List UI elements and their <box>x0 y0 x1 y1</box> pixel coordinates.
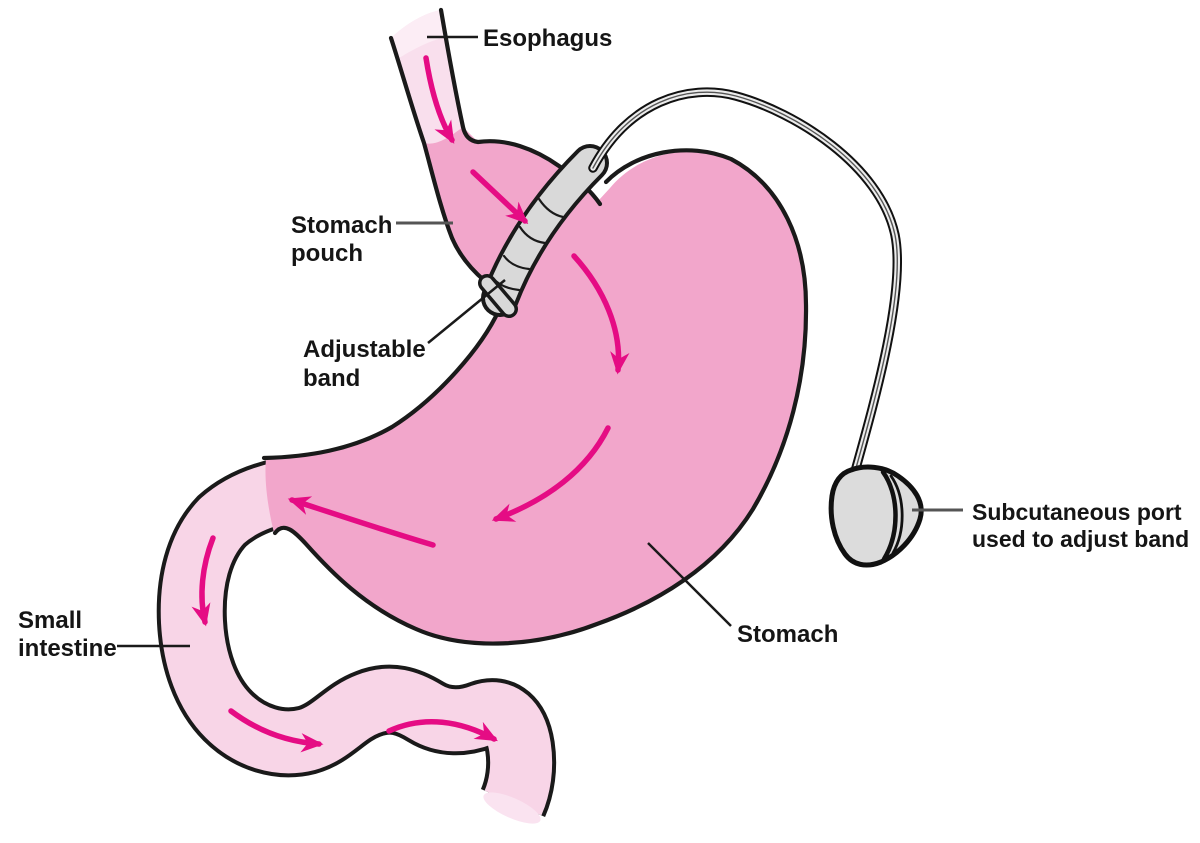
flow-arrow-esophagus <box>423 55 455 144</box>
esophagus-cut-tip <box>391 10 446 60</box>
flow-arrow-duodenum <box>191 535 216 627</box>
stomach-outline-main <box>272 148 809 646</box>
label-subcutaneous-port-line1: Subcutaneous port <box>972 499 1182 525</box>
stomach-outline-left <box>261 307 502 461</box>
label-stomach: Stomach <box>737 621 838 648</box>
label-small-intestine-line2: intestine <box>18 635 117 662</box>
flow-arrow-jejunum-1 <box>228 708 324 753</box>
subcutaneous-port-shape <box>828 464 924 568</box>
leader-stomach <box>647 542 732 627</box>
intestine-cut-end <box>483 792 541 824</box>
band-segment-line <box>502 254 531 271</box>
band-segment-line <box>518 225 547 245</box>
label-subcutaneous-port-line2: used to adjust band <box>972 526 1189 552</box>
label-stomach-pouch-line1: Stomach <box>291 212 392 239</box>
label-adjustable-band-line2: band <box>303 365 360 392</box>
band-tubing <box>588 87 903 473</box>
port-septum-line <box>880 469 898 562</box>
label-stomach-pouch-line2: pouch <box>291 240 363 267</box>
label-esophagus: Esophagus <box>483 25 612 52</box>
adjustable-band-shape <box>478 144 609 318</box>
band-strap <box>485 148 605 313</box>
band-buckle <box>481 277 515 315</box>
label-small-intestine-line1: Small <box>18 607 82 634</box>
tubing-lumen-line <box>592 91 898 469</box>
flow-arrow-pouch <box>470 169 529 225</box>
port-body <box>828 464 924 568</box>
label-adjustable-band-line1: Adjustable <box>303 336 426 363</box>
flow-arrow-stomach-upper <box>571 253 630 375</box>
flow-arrow-stomach-lower <box>491 425 611 522</box>
leader-adjustable-band <box>427 279 506 344</box>
flow-arrow-stomach-outlet <box>287 496 436 548</box>
stomach-shape <box>265 151 807 644</box>
flow-arrows <box>191 55 630 753</box>
band-segment-line <box>537 197 565 219</box>
flow-arrow-jejunum-2 <box>386 719 498 742</box>
port-septum-line <box>889 474 904 555</box>
esophagus-pouch-outline-left <box>388 35 513 301</box>
